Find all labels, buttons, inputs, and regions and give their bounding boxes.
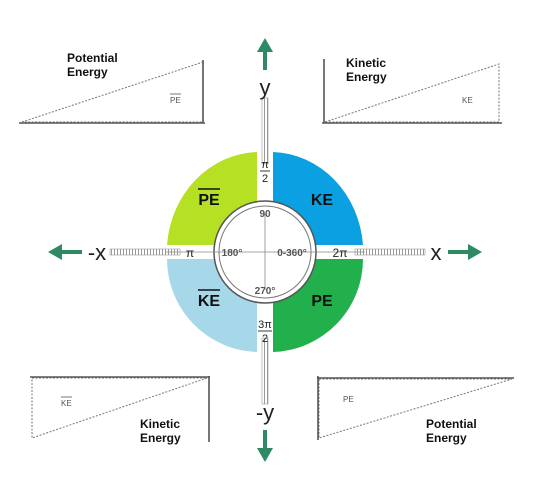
quadrant-top-right-label: KE	[311, 192, 334, 209]
quadrant-bottom-right	[273, 259, 364, 352]
label-pi-over-2-den: 2	[262, 173, 268, 185]
neg-y-axis-rail	[261, 337, 269, 405]
panel-bottom-left-title-2: Energy	[140, 431, 181, 445]
label-0-360-deg: 0-360°	[277, 248, 307, 259]
quadrant-bottom-left	[166, 259, 257, 352]
label-pi: π	[186, 246, 194, 260]
panel-bottom-right-wedge	[318, 378, 513, 439]
panel-top-right-wedge	[324, 63, 500, 123]
axis-label-neg-x: -x	[88, 240, 106, 265]
panel-top-right-tag: KE	[462, 96, 473, 105]
panel-bottom-left-wedge	[31, 377, 208, 439]
panel-top-left-tag: PE	[170, 96, 181, 105]
panel-bottom-left: KE Kinetic Energy	[30, 376, 210, 445]
label-3pi-over-2: 3π 2	[258, 319, 272, 345]
quadrant-bottom-left-label: KE	[198, 293, 221, 310]
arrow-up-icon	[257, 38, 273, 70]
quadrant-top-left-label: PE	[198, 192, 220, 209]
arrow-down-icon	[257, 430, 273, 462]
label-3pi-over-2-num: 3π	[258, 319, 272, 331]
label-2pi: 2π	[333, 246, 348, 260]
panel-top-right-title-1: Kinetic	[346, 56, 386, 70]
arrow-right-icon	[448, 244, 482, 260]
axis-label-neg-y: -y	[256, 400, 274, 425]
label-180-deg: 180°	[222, 248, 243, 259]
panel-bottom-right-tag: PE	[343, 395, 354, 404]
panel-bottom-right-title-1: Potential	[426, 417, 477, 431]
quadrant-top-left	[167, 152, 257, 245]
panel-top-right-title-2: Energy	[346, 70, 387, 84]
arrow-left-icon	[48, 244, 82, 260]
panel-bottom-left-tag: KE	[61, 399, 72, 408]
label-270-deg: 270°	[255, 286, 276, 297]
panel-top-left-wedge	[21, 61, 204, 123]
label-pi-over-2-num: π	[261, 159, 269, 171]
quadrant-top-right	[273, 152, 363, 245]
panel-bottom-right-title-2: Energy	[426, 431, 467, 445]
x-axis-rail	[354, 248, 426, 256]
panel-top-right: Kinetic Energy KE	[322, 56, 502, 124]
panel-bottom-left-title-1: Kinetic	[140, 417, 180, 431]
label-3pi-over-2-den: 2	[262, 333, 268, 345]
axis-label-x: x	[431, 240, 442, 265]
panel-top-left-title-2: Energy	[67, 65, 108, 79]
panel-top-left-title-1: Potential	[67, 51, 118, 65]
panel-top-left: Potential Energy PE	[19, 51, 205, 124]
y-axis-rail	[261, 97, 269, 165]
label-pi-over-2: π 2	[260, 159, 270, 185]
panel-bottom-right: PE Potential Energy	[317, 376, 514, 445]
axis-label-y: y	[260, 75, 271, 100]
label-90: 90	[259, 209, 271, 220]
quadrant-bottom-right-label: PE	[311, 293, 333, 310]
